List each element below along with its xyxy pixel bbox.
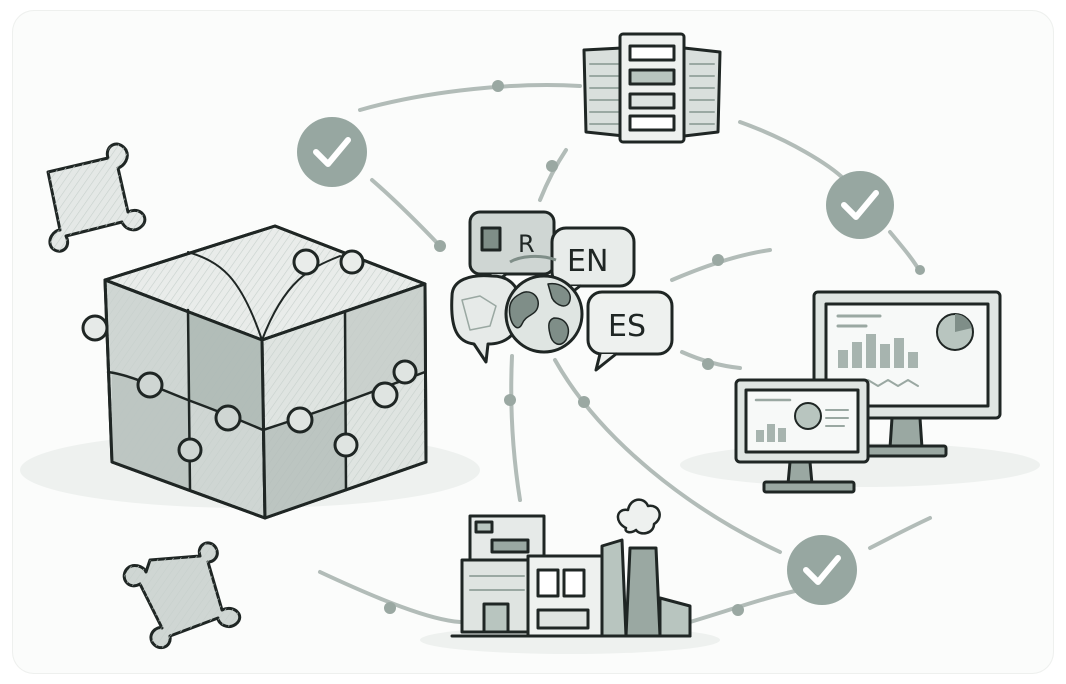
document-bubble-icon: R (468, 210, 556, 294)
spanish-label: ES (608, 309, 646, 344)
checkmark-icon (297, 117, 367, 187)
spanish-bubble: ES (586, 290, 674, 372)
puzzle-cube-icon (81, 224, 428, 520)
language-hub: R EN ES (450, 210, 674, 372)
server-rack-icon (582, 32, 722, 144)
puzzle-piece-icon (46, 142, 147, 253)
checkmark-icon (787, 535, 857, 605)
svg-text:R: R (518, 230, 535, 258)
factory-icon (450, 498, 692, 638)
checkmark-icon (826, 171, 894, 239)
puzzle-piece-icon (122, 541, 242, 650)
english-label: EN (567, 244, 608, 279)
connection-nodes (384, 80, 925, 616)
laptop-monitor-icon (734, 378, 870, 494)
globe-icon (504, 274, 584, 354)
